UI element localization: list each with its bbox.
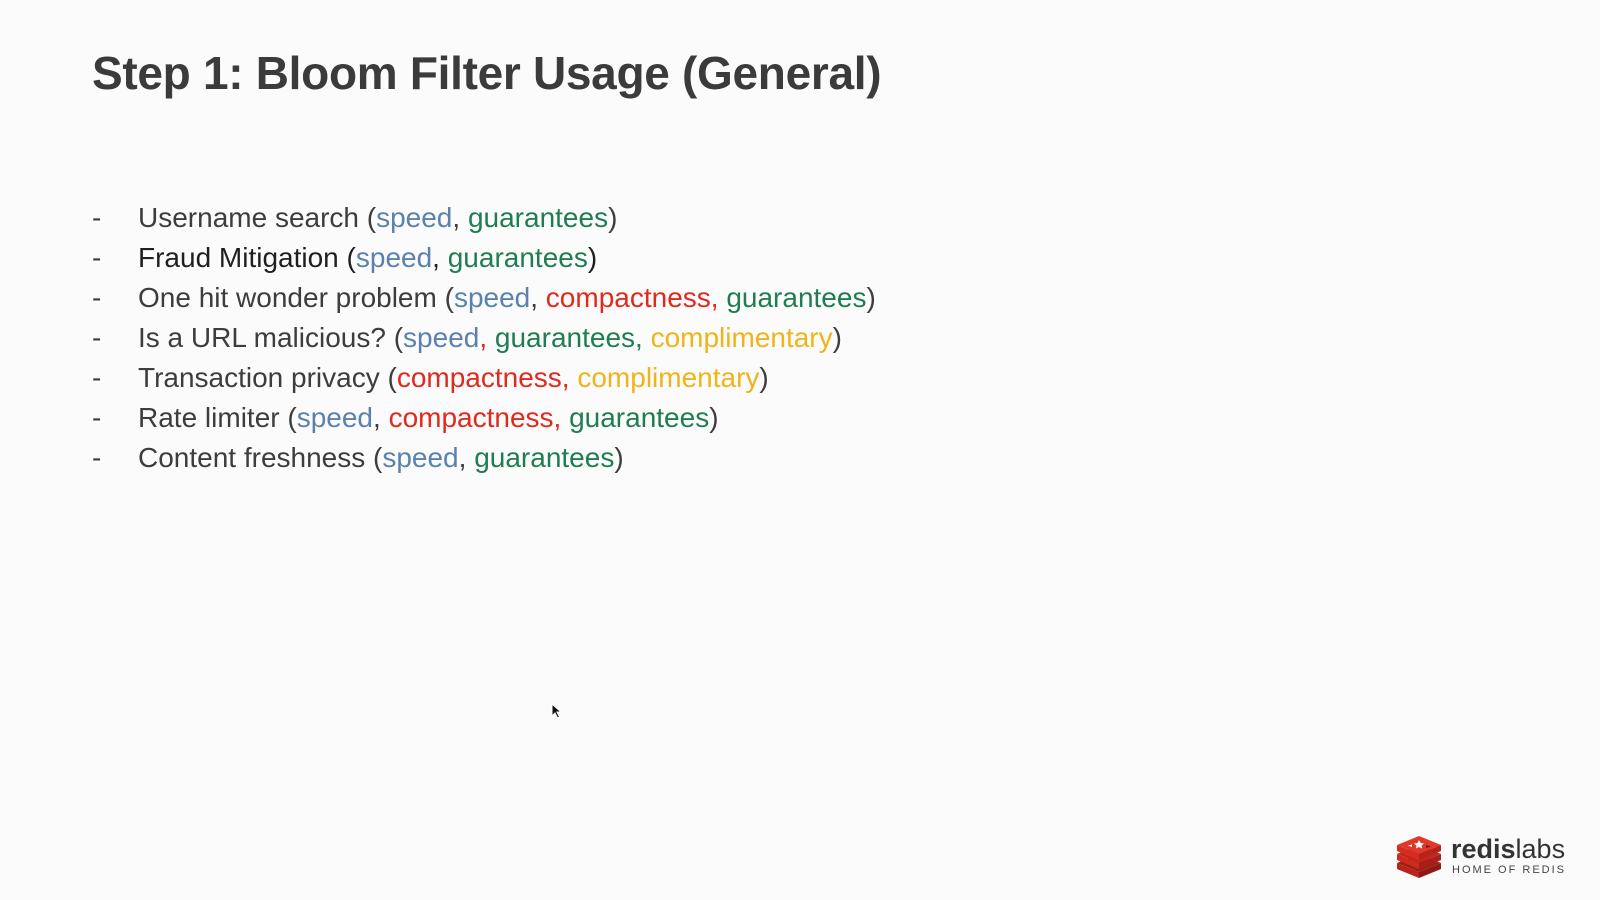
bullet-text-segment: speed (296, 402, 373, 433)
bullet-text-segment: , (452, 202, 468, 233)
bullet-marker: - (92, 202, 102, 233)
bullet-text-segment: guarantees (726, 282, 867, 313)
bullet-text-segment: , (530, 282, 546, 313)
bullet-text-segment: , (373, 402, 389, 433)
bullet-text-segment: , (479, 322, 495, 353)
bullet-text-segment: speed (453, 282, 531, 313)
bullet-item: - Username search (speed, guarantees) (92, 202, 876, 242)
logo-word-light: labs (1515, 834, 1566, 864)
bullet-text-segment: compactness, (388, 402, 570, 433)
bullet-text-segment: ) (759, 362, 769, 393)
bullet-text-segment: Rate limiter ( (138, 402, 297, 433)
bullet-text-segment: speed (382, 442, 459, 473)
logo-word-bold: redis (1451, 834, 1516, 864)
bullet-text-segment: ) (832, 322, 842, 353)
bullet-text-segment: compactness, (396, 362, 578, 393)
slide-title: Step 1: Bloom Filter Usage (General) (92, 47, 882, 99)
redislabs-logo: redislabs HOME OF REDIS (1395, 833, 1565, 881)
bullet-text-segment: ) (587, 242, 598, 273)
logo-wordmark: redislabs (1451, 835, 1565, 863)
redis-cube-stack-icon (1397, 836, 1441, 878)
bullet-text-segment: Transaction privacy ( (138, 362, 397, 393)
bullet-text-segment: guarantees (467, 202, 609, 233)
bullet-text-segment: Username search ( (138, 202, 377, 233)
bullet-text-segment: ) (608, 202, 618, 233)
bullet-item: - Fraud Mitigation (speed, guarantees) (92, 242, 876, 282)
bullet-text-segment: Is a URL malicious? ( (138, 322, 404, 353)
bullet-text-segment: complimentary (650, 322, 833, 353)
bullet-marker: - (92, 402, 102, 433)
bullet-text-segment: Content freshness ( (138, 442, 383, 473)
bullet-item: - Content freshness (speed, guarantees) (92, 442, 876, 482)
bullet-marker: - (92, 322, 102, 353)
bullet-text-segment: ) (709, 402, 719, 433)
bullet-text-segment: , (432, 242, 448, 273)
bullet-item: - Transaction privacy (compactness, compl… (92, 362, 876, 402)
bullet-text-segment: guarantees (569, 402, 710, 433)
bullet-item: - Rate limiter (speed, compactness, guara… (92, 402, 876, 442)
bullet-text-segment: guarantees, (494, 322, 651, 353)
bullet-text-segment: compactness, (545, 282, 727, 313)
bullet-text-segment: speed (376, 202, 453, 233)
bullet-text-segment: Fraud Mitigation ( (138, 242, 356, 273)
bullet-item: - Is a URL malicious? (speed, guarantees,… (92, 322, 876, 362)
bullet-marker: - (92, 362, 102, 393)
bullet-text-segment: ) (614, 442, 624, 473)
bullet-text-segment: , (458, 442, 475, 473)
bullet-text-segment: guarantees (447, 242, 588, 273)
bullet-marker: - (92, 442, 102, 473)
bullet-text-segment: One hit wonder problem ( (138, 282, 454, 313)
bullet-text-segment: speed (403, 322, 480, 353)
bullet-text-segment: complimentary (577, 362, 760, 393)
bullet-marker: - (92, 242, 102, 273)
mouse-pointer-icon (551, 703, 563, 719)
bullet-text-segment: guarantees (474, 442, 615, 473)
bullet-list: -Username search (speed, guarantees)-Fra… (92, 202, 876, 482)
bullet-text-segment: ) (866, 282, 876, 313)
bullet-item: - One hit wonder problem (speed, compactn… (92, 282, 876, 322)
logo-tagline: HOME OF REDIS (1452, 864, 1567, 876)
bullet-text-segment: speed (355, 242, 433, 273)
bullet-marker: - (92, 282, 102, 313)
